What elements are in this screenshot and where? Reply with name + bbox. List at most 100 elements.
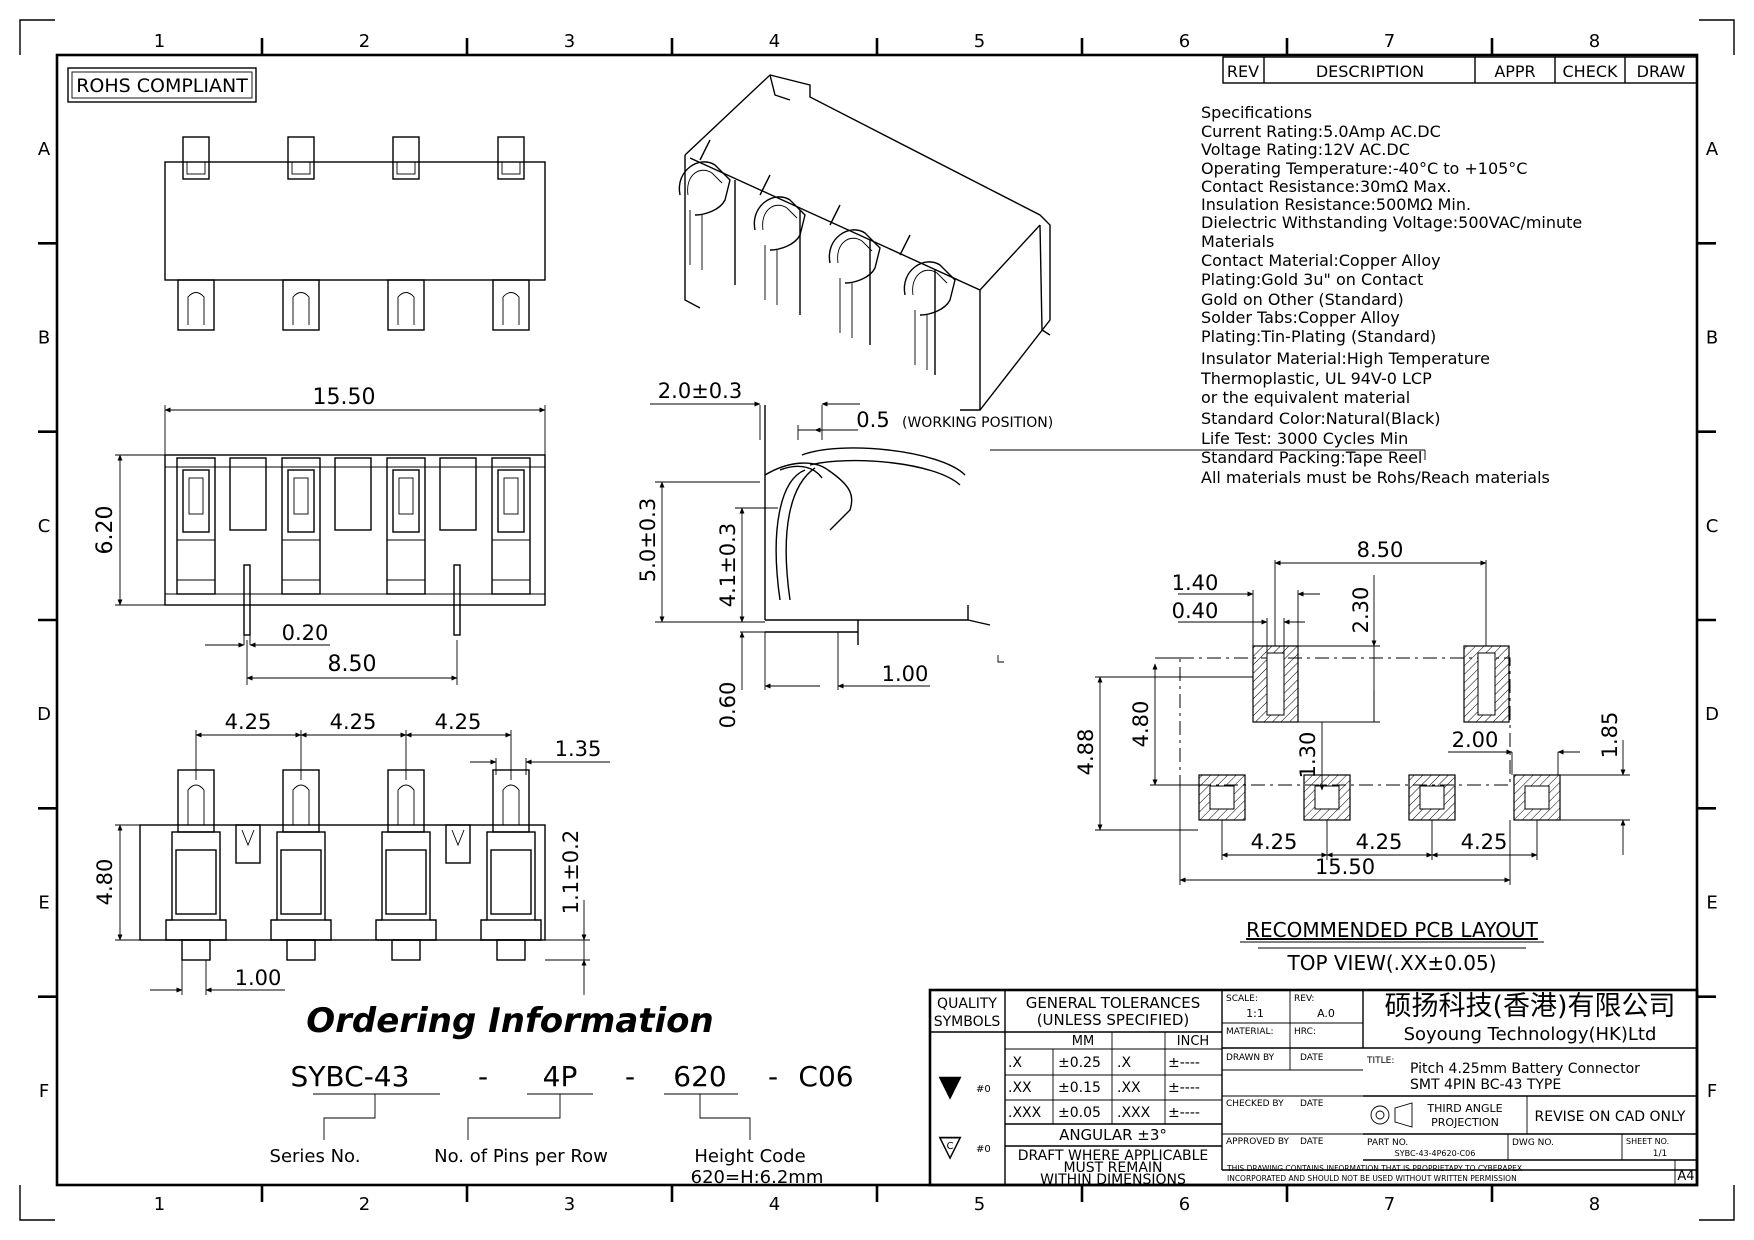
top-view xyxy=(164,136,546,331)
zone-row-left-F: F xyxy=(39,1081,49,1102)
zone-col-top-2: 2 xyxy=(359,31,370,52)
title-label: TITLE: xyxy=(1366,1056,1394,1066)
revision-table: REV DESCRIPTION APPR CHECK DRAW xyxy=(1222,56,1698,84)
zone-col-top-7: 7 xyxy=(1384,31,1395,52)
low-tail xyxy=(391,939,421,961)
appr-header: APPR xyxy=(1494,62,1535,81)
housing-window xyxy=(439,457,477,531)
dim-pitch-2: 4.25 xyxy=(330,710,377,734)
quality-mark-outline: ▽ xyxy=(938,1129,961,1164)
zone-row-left-D: D xyxy=(37,704,51,725)
zone-row-left-B: B xyxy=(38,328,50,349)
quality-mark-letter: C xyxy=(947,1141,954,1152)
company-name-en: Soyoung Technology(HK)Ltd xyxy=(1404,1024,1657,1045)
low-tail xyxy=(181,939,211,961)
low-body xyxy=(171,831,221,921)
working-position-note: (WORKING POSITION) xyxy=(902,415,1053,431)
approved-by-label: APPROVED BY xyxy=(1226,1137,1290,1147)
draft-note-3: WITHIN DIMENSIONS xyxy=(1040,1172,1186,1188)
quality-mark-filled-sub: #0 xyxy=(976,1084,991,1095)
revise-note: REVISE ON CAD ONLY xyxy=(1535,1109,1686,1125)
zone-row-right-B: B xyxy=(1706,328,1718,349)
zone-row-right-E: E xyxy=(1706,893,1717,914)
ordering-series: SYBC-43 xyxy=(291,1060,410,1093)
zone-col-bottom-3: 3 xyxy=(564,1194,575,1215)
dim-tail-length: 1.00 xyxy=(235,966,282,990)
hrc-label: HRC: xyxy=(1294,1027,1316,1037)
contact-cell xyxy=(281,457,321,595)
top-tail xyxy=(282,279,320,331)
contact-cell xyxy=(176,457,216,595)
low-tail xyxy=(496,939,526,961)
spec-line-11: Solder Tabs:Copper Alloy xyxy=(1201,308,1400,327)
sheet-frame xyxy=(19,19,1735,1221)
zone-row-left-E: E xyxy=(38,893,49,914)
notice-1: THIS DRAWING CONTAINS INFORMATION THAT I… xyxy=(1226,1164,1522,1173)
scale-label: SCALE: xyxy=(1226,994,1258,1004)
front-low-view: 4.25 4.25 4.25 1.35 4.80 1.1±0.2 1.00 xyxy=(93,710,610,995)
quality-mark-outline-sub: #0 xyxy=(976,1144,991,1155)
zone-col-top-6: 6 xyxy=(1179,31,1190,52)
rev-label: REV: xyxy=(1294,994,1314,1004)
sheet-label: SHEET NO. xyxy=(1626,1137,1669,1146)
tolerance-cell: .XX xyxy=(1008,1080,1032,1096)
tolerance-cell: ±0.15 xyxy=(1058,1080,1101,1096)
tolerance-cell: .X xyxy=(1008,1055,1022,1071)
dim-pcb-pitch-3: 4.25 xyxy=(1461,830,1508,854)
tolerance-cell: .XXX xyxy=(1117,1105,1151,1121)
dim-front-height: 4.80 xyxy=(93,859,117,906)
spec-line-15: or the equivalent material xyxy=(1201,388,1410,407)
spec-line-17: Life Test: 3000 Cycles Min xyxy=(1201,429,1408,448)
description-header: DESCRIPTION xyxy=(1316,62,1424,81)
zone-row-right-C: C xyxy=(1706,516,1719,537)
top-tail xyxy=(387,279,425,331)
ordering-height: 620 xyxy=(673,1060,726,1093)
rev-value: A.0 xyxy=(1317,1007,1335,1020)
pcb-layout: 8.50 1.40 0.40 2.30 1.30 4.88 4.80 xyxy=(1074,538,1630,975)
pins-label: No. of Pins per Row xyxy=(434,1146,608,1167)
tolerance-cell: .XX xyxy=(1117,1080,1141,1096)
housing-window xyxy=(334,457,372,531)
projection-2: PROJECTION xyxy=(1431,1116,1499,1129)
drawn-date-label: DATE xyxy=(1300,1053,1324,1063)
zone-col-bottom-2: 2 xyxy=(359,1194,370,1215)
dim-pcb-pad-height: 1.85 xyxy=(1598,712,1622,759)
spec-line-13: Insulator Material:High Temperature xyxy=(1201,349,1490,368)
spec-line-14: Thermoplastic, UL 94V-0 LCP xyxy=(1200,369,1432,388)
spec-line-3: Operating Temperature:-40°C to +105°C xyxy=(1201,159,1527,178)
dim-pcb-slot-width: 1.40 xyxy=(1172,571,1219,595)
zone-col-top-8: 8 xyxy=(1589,31,1600,52)
ordering-suffix: C06 xyxy=(798,1060,853,1093)
zone-col-bottom-6: 6 xyxy=(1179,1194,1190,1215)
side-view: 2.0±0.3 0.5 (WORKING POSITION) 5.0±0.3 4… xyxy=(636,379,1426,728)
angular-tolerance: ANGULAR ±3° xyxy=(1059,1126,1167,1144)
spec-line-9: Plating:Gold 3u" on Contact xyxy=(1201,270,1423,289)
part-no-label: PART NO. xyxy=(1367,1138,1408,1148)
dim-pitch-1: 4.25 xyxy=(225,710,272,734)
dim-pcb-pitch-2: 4.25 xyxy=(1356,830,1403,854)
spec-line-7: Materials xyxy=(1201,232,1274,251)
tolerance-cell: ±---- xyxy=(1168,1105,1200,1121)
ordering-dash-1: - xyxy=(478,1060,488,1093)
dim-tail-height: 1.1±0.2 xyxy=(559,830,583,914)
projection-1: THIRD ANGLE xyxy=(1426,1102,1502,1115)
dim-pcb-body-height: 4.80 xyxy=(1129,701,1153,748)
spec-line-8: Contact Material:Copper Alloy xyxy=(1201,251,1441,270)
tolerance-title-1: GENERAL TOLERANCES xyxy=(1026,994,1201,1012)
paper-size: A4 xyxy=(1677,1169,1694,1184)
rohs-label: ROHS COMPLIANT xyxy=(76,75,248,97)
tolerance-cell: .X xyxy=(1117,1055,1131,1071)
iso-spring xyxy=(753,196,806,251)
zone-col-bottom-1: 1 xyxy=(154,1194,165,1215)
spec-line-6: Dielectric Withstanding Voltage:500VAC/m… xyxy=(1201,213,1582,232)
dim-pcb-offset: 1.30 xyxy=(1296,732,1320,779)
ordering-pins: 4P xyxy=(543,1060,578,1093)
ordering-dash-3: - xyxy=(768,1060,778,1093)
dim-tail-width: 1.35 xyxy=(555,737,602,761)
dim-pin-width: 0.20 xyxy=(282,621,329,645)
top-tail xyxy=(492,279,530,331)
dim-free-height: 5.0±0.3 xyxy=(636,498,660,582)
checked-by-label: CHECKED BY xyxy=(1226,1099,1284,1109)
spec-line-19: All materials must be Rohs/Reach materia… xyxy=(1201,468,1550,487)
